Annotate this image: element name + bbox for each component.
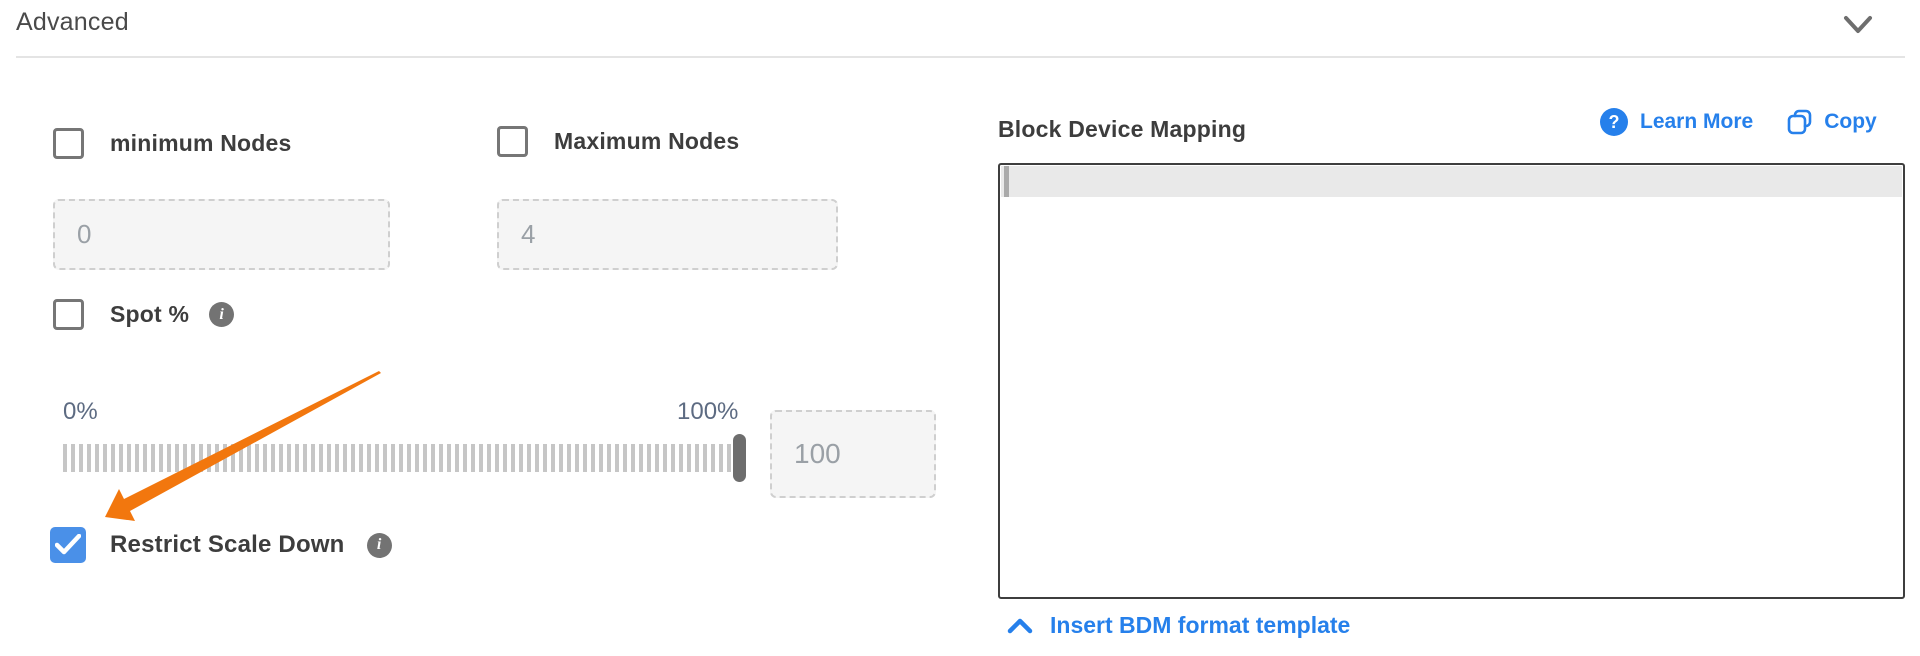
bdm-actions: ? Learn More Copy (1600, 108, 1877, 136)
max-nodes-checkbox[interactable] (497, 126, 528, 157)
min-nodes-checkbox-row: minimum Nodes (53, 128, 292, 159)
spot-checkbox[interactable] (53, 299, 84, 330)
editor-cursor (1004, 166, 1009, 197)
editor-active-line (1001, 166, 1902, 197)
max-nodes-checkbox-row: Maximum Nodes (497, 126, 739, 157)
spot-percentage-input[interactable] (770, 410, 936, 498)
restrict-scale-down-row: Restrict Scale Down i (50, 527, 392, 563)
spot-label: Spot % (110, 301, 190, 327)
min-nodes-input[interactable] (53, 199, 390, 270)
spot-percentage-slider[interactable] (63, 444, 741, 472)
spot-checkbox-row: Spot % i (53, 299, 235, 330)
spot-info-icon[interactable]: i (209, 302, 235, 327)
bdm-editor[interactable] (998, 163, 1905, 599)
restrict-scale-down-checkbox[interactable] (50, 527, 86, 563)
slider-min-label: 0% (63, 398, 98, 425)
insert-bdm-template-label: Insert BDM format template (1050, 612, 1351, 638)
learn-more-link[interactable]: ? Learn More (1600, 108, 1753, 136)
copy-button[interactable]: Copy (1787, 109, 1877, 135)
learn-more-label: Learn More (1640, 110, 1754, 133)
section-title: Advanced (16, 8, 129, 36)
copy-icon (1787, 109, 1812, 135)
copy-label: Copy (1824, 110, 1877, 133)
min-nodes-checkbox[interactable] (53, 128, 84, 159)
question-icon: ? (1600, 108, 1628, 136)
section-divider (16, 56, 1905, 58)
restrict-scale-down-info-icon[interactable]: i (366, 532, 392, 558)
min-nodes-label: minimum Nodes (110, 130, 292, 156)
max-nodes-input[interactable] (497, 199, 838, 270)
bdm-title: Block Device Mapping (998, 116, 1247, 142)
slider-max-label: 100% (677, 398, 739, 425)
insert-bdm-template-link[interactable]: Insert BDM format template (1007, 612, 1350, 639)
slider-handle[interactable] (733, 434, 746, 482)
checkmark-icon (55, 534, 81, 555)
chevron-down-icon[interactable] (1842, 12, 1874, 38)
max-nodes-label: Maximum Nodes (554, 128, 740, 154)
restrict-scale-down-label: Restrict Scale Down (110, 531, 345, 558)
chevron-up-icon (1007, 618, 1033, 633)
